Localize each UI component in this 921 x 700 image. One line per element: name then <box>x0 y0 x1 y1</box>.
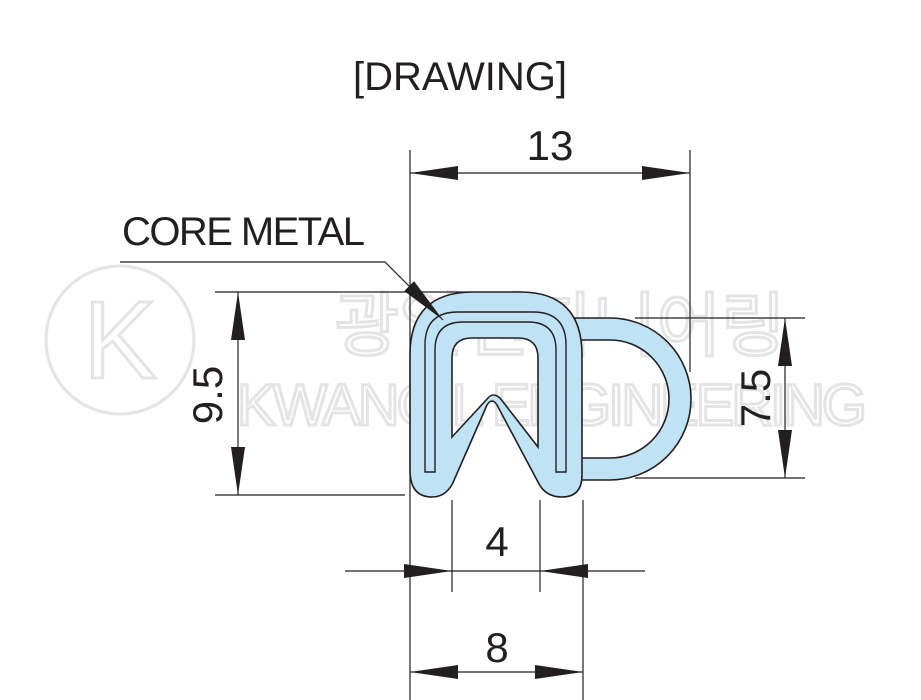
trim-body <box>409 291 583 498</box>
dimension-7-5: 7.5 <box>732 318 792 478</box>
core-metal-label: CORE METAL <box>122 210 365 254</box>
dimension-13: 13 <box>410 122 690 180</box>
watermark-logo-letter: K <box>83 279 156 402</box>
seal-bulb <box>574 317 692 481</box>
core-metal-leader <box>120 261 444 321</box>
core-metal <box>424 311 567 473</box>
dimension-4: 4 <box>345 518 645 578</box>
dimension-13-label: 13 <box>527 122 574 169</box>
dimension-7-5-label: 7.5 <box>732 369 779 427</box>
watermark-logo-circle <box>44 264 196 416</box>
dimension-8: 8 <box>410 624 583 679</box>
dimension-8-label: 8 <box>485 624 508 671</box>
dimension-9-5-label: 9.5 <box>184 366 231 424</box>
dimension-9-5: 9.5 <box>184 292 245 495</box>
drawing-title: [DRAWING] <box>353 55 567 99</box>
dimension-4-label: 4 <box>485 518 508 565</box>
